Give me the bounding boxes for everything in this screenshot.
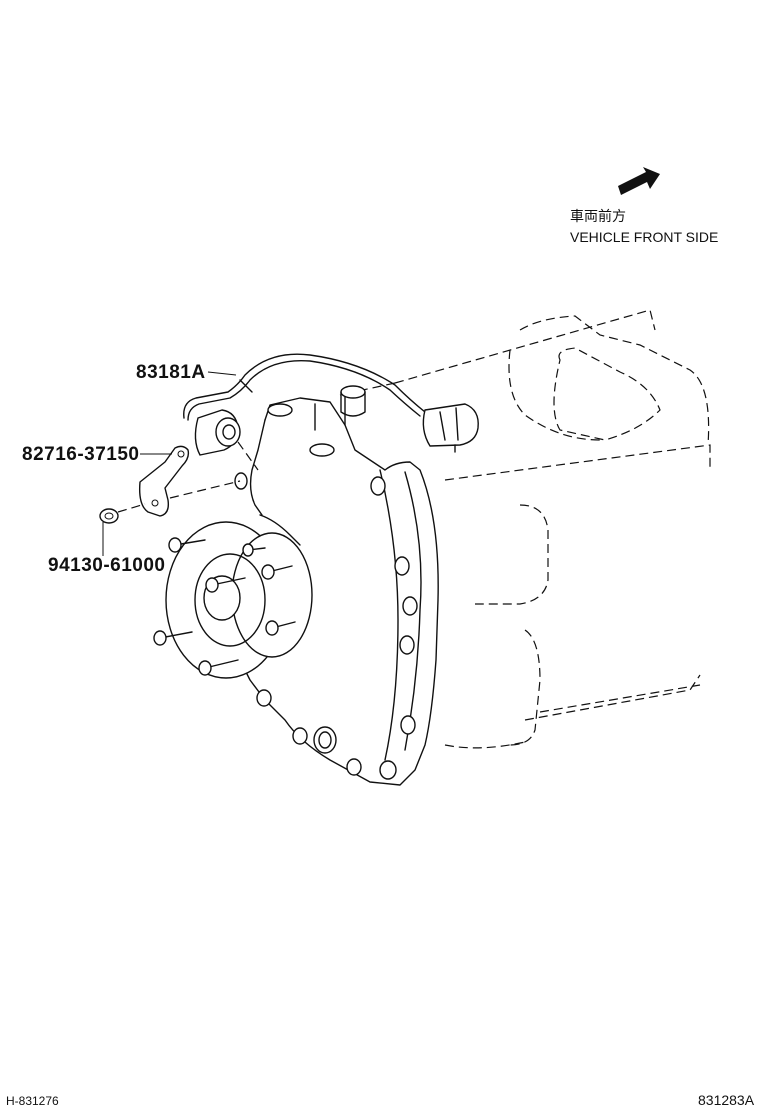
vehicle-front-label-en: VEHICLE FRONT SIDE — [570, 229, 718, 245]
clamp-bracket — [138, 445, 241, 517]
part-number-harness[interactable]: 83181A — [136, 362, 206, 383]
bell-housing — [234, 385, 439, 786]
part-number-nut[interactable]: 94130-61000 — [48, 555, 166, 576]
sensor-harness — [183, 353, 479, 471]
footer-right-code: 831283A — [698, 1092, 755, 1108]
vehicle-front-label-jp: 車両前方 — [570, 208, 626, 224]
footer-left-code: H-831276 — [6, 1094, 59, 1108]
arrow-up-right-icon — [618, 167, 660, 195]
output-flange — [153, 521, 313, 679]
leader-harness — [207, 371, 237, 376]
flange-nut — [99, 503, 146, 524]
part-number-clamp[interactable]: 82716-37150 — [22, 444, 140, 465]
